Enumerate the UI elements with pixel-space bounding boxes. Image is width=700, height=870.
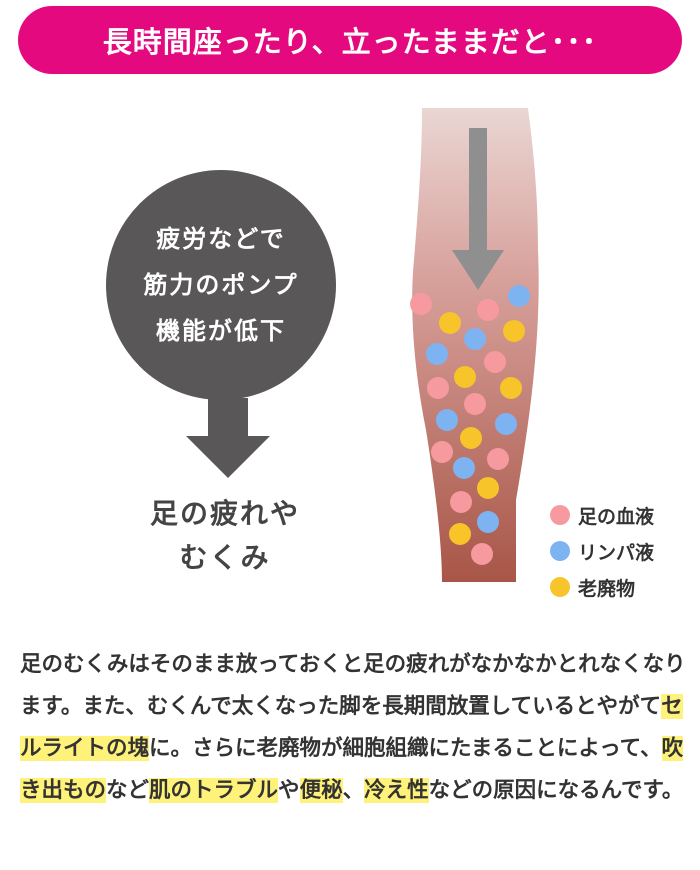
body-text-segment: 、 xyxy=(342,778,365,803)
header-banner: 長時間座ったり、立ったままだと･･･ xyxy=(18,6,682,74)
lymph-dot xyxy=(436,409,458,431)
body-text-segment: などの原因になるんです。 xyxy=(428,778,684,803)
waste-dot xyxy=(439,312,461,334)
waste-dot xyxy=(449,523,471,545)
legend-label: リンパ液 xyxy=(578,541,655,564)
lymph-dot xyxy=(477,511,499,533)
blood-dot xyxy=(410,293,432,315)
arrow-down-icon xyxy=(186,398,270,478)
waste-dot xyxy=(500,377,522,399)
cause-line: 疲労などで xyxy=(156,225,286,253)
body-text-segment: 足のむくみはそのまま放っておくと足の疲れがなかなかとれなくなります。また、むくん… xyxy=(20,652,686,719)
cause-line: 筋力のポンプ xyxy=(143,271,299,299)
highlight-constipation: 便秘 xyxy=(299,778,343,803)
lymph-dot xyxy=(495,413,517,435)
body-text-segment: に。さらに老廃物が細胞組織にたまることによって、 xyxy=(149,736,662,761)
body-text-segment: や xyxy=(278,778,300,803)
legend-label: 老廃物 xyxy=(578,577,636,600)
cause-circle: 疲労などで 筋力のポンプ 機能が低下 xyxy=(106,170,336,400)
waste-dot xyxy=(460,427,482,449)
blood-dot xyxy=(464,393,486,415)
lymph-dot xyxy=(426,343,448,365)
legend-label: 足の血液 xyxy=(578,505,655,528)
lymph-dot xyxy=(464,328,486,350)
particles xyxy=(410,285,530,565)
blood-dot xyxy=(431,441,453,463)
blood-dot xyxy=(450,491,472,513)
result-text: 足の疲れや むくみ xyxy=(100,492,350,580)
lymph-dot xyxy=(508,285,530,307)
blood-dot xyxy=(484,351,506,373)
waste-dot-icon xyxy=(550,577,570,597)
down-arrow-icon xyxy=(452,128,504,290)
blood-dot xyxy=(427,377,449,399)
blood-dot xyxy=(487,448,509,470)
waste-dot xyxy=(454,366,476,388)
waste-dot xyxy=(503,320,525,342)
legend: 足の血液 リンパ液 老廃物 xyxy=(550,497,654,605)
cause-line: 機能が低下 xyxy=(156,317,286,345)
blood-dot xyxy=(477,299,499,321)
highlight-skin-trouble: 肌のトラブル xyxy=(149,778,279,803)
blood-dot xyxy=(471,543,493,565)
blood-dot-icon xyxy=(550,505,570,525)
waste-dot xyxy=(477,477,499,499)
lymph-dot xyxy=(453,457,475,479)
result-line: 足の疲れや xyxy=(149,497,300,530)
lymph-dot-icon xyxy=(550,541,570,561)
header-title: 長時間座ったり、立ったままだと･･･ xyxy=(102,25,598,59)
result-line: むくみ xyxy=(179,541,271,574)
legend-item-lymph: リンパ液 xyxy=(550,533,654,569)
body-text-segment: など xyxy=(106,778,150,803)
leg-illustration xyxy=(410,108,539,582)
legend-item-blood: 足の血液 xyxy=(550,497,654,533)
legend-item-waste: 老廃物 xyxy=(550,569,654,605)
body-paragraph: 足のむくみはそのまま放っておくと足の疲れがなかなかとれなくなります。また、むくん… xyxy=(20,644,690,812)
highlight-poor-circulation: 冷え性 xyxy=(364,778,429,803)
